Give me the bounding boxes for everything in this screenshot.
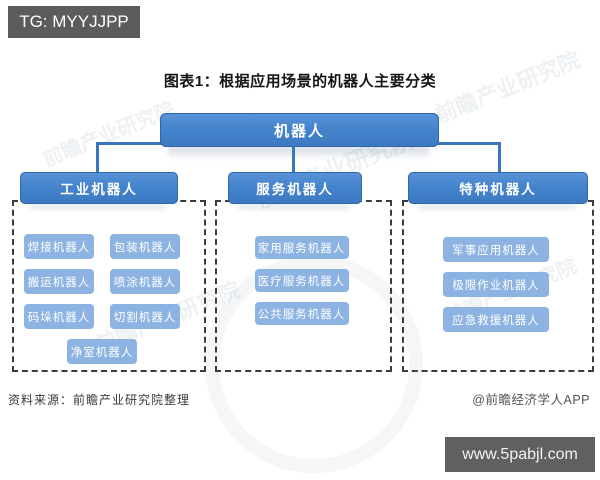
connector-drop-service <box>292 142 295 174</box>
watermark-text: 前瞻产业研究院 <box>39 98 178 172</box>
leaf-node: 军事应用机器人 <box>443 237 549 262</box>
connector-drop-industrial <box>96 142 99 174</box>
leaf-node: 包装机器人 <box>110 234 180 259</box>
leaf-node: 极限作业机器人 <box>443 272 549 297</box>
leaf-node: 焊接机器人 <box>24 234 94 259</box>
top-left-watermark-badge: TG: MYYJJPP <box>8 6 140 38</box>
leaf-node: 公共服务机器人 <box>254 302 349 325</box>
leaf-node: 应急救援机器人 <box>443 307 549 332</box>
leaf-node: 切割机器人 <box>110 304 180 329</box>
leaf-node: 喷涂机器人 <box>110 269 180 294</box>
source-note: 资料来源：前瞻产业研究院整理 <box>8 393 191 407</box>
leaf-node: 净室机器人 <box>67 339 137 364</box>
leaf-node: 家用服务机器人 <box>254 236 349 259</box>
leaf-group-industrial: 焊接机器人包装机器人搬运机器人喷涂机器人码垛机器人切割机器人净室机器人 <box>14 234 190 364</box>
connector-drop-special <box>498 142 501 174</box>
leaf-node: 医疗服务机器人 <box>254 269 349 292</box>
leaf-node: 码垛机器人 <box>24 304 94 329</box>
credit-note: @前瞻经济学人APP <box>472 393 590 407</box>
branch-node-industrial: 工业机器人 <box>20 172 178 204</box>
bottom-right-watermark-badge: www.5pabjl.com <box>445 437 595 472</box>
root-node-robot: 机器人 <box>160 113 439 147</box>
chart-title: 图表1：根据应用场景的机器人主要分类 <box>163 73 437 90</box>
branch-node-special: 特种机器人 <box>408 172 588 204</box>
leaf-node: 搬运机器人 <box>24 269 94 294</box>
leaf-group-service: 家用服务机器人医疗服务机器人公共服务机器人 <box>215 236 388 325</box>
branch-node-service: 服务机器人 <box>228 172 362 204</box>
root-reflection <box>168 147 429 159</box>
leaf-group-special: 军事应用机器人极限作业机器人应急救援机器人 <box>402 237 590 332</box>
